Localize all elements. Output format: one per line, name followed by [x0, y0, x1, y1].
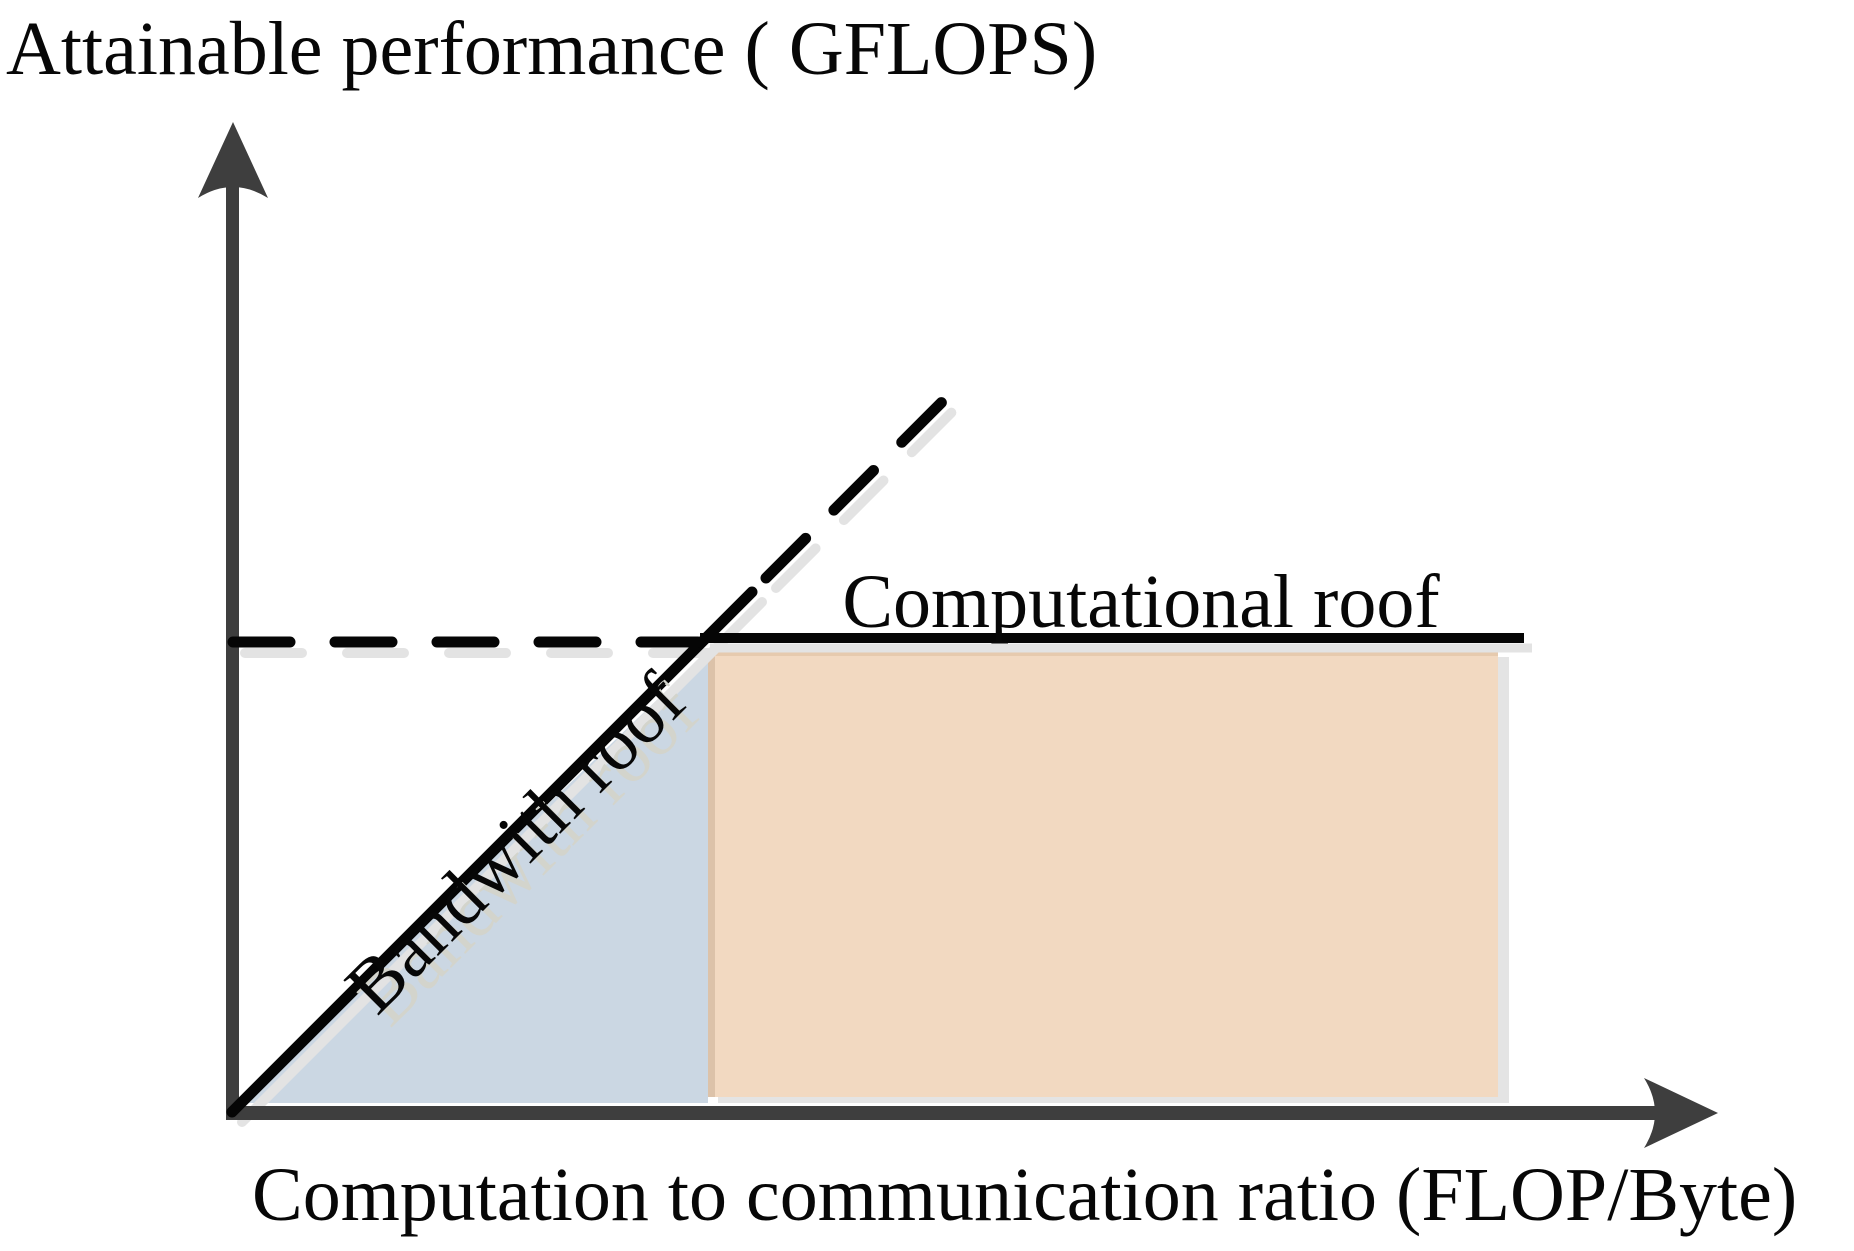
- computational-roof-label: Computational roof: [842, 560, 1440, 644]
- bandwidth-roof-line: [226, 586, 758, 1118]
- bandwidth-line-shadow: [237, 597, 767, 1127]
- x-axis-label: Computation to communication ratio (FLOP…: [252, 1153, 1798, 1237]
- compute-bound-region: [708, 648, 1498, 1097]
- x-axis-arrowhead-icon: [1644, 1078, 1718, 1148]
- y-axis-arrowhead-icon: [198, 122, 268, 198]
- y-axis-line: [226, 178, 239, 1120]
- y-axis-title: Attainable performance ( GFLOPS): [6, 7, 1098, 91]
- compute-region-left-edge: [708, 648, 715, 1097]
- bandwidth-dashed-shadow: [771, 386, 978, 593]
- x-axis-line: [228, 1106, 1656, 1120]
- bandwidth-roof-dashed-extension: [760, 375, 969, 584]
